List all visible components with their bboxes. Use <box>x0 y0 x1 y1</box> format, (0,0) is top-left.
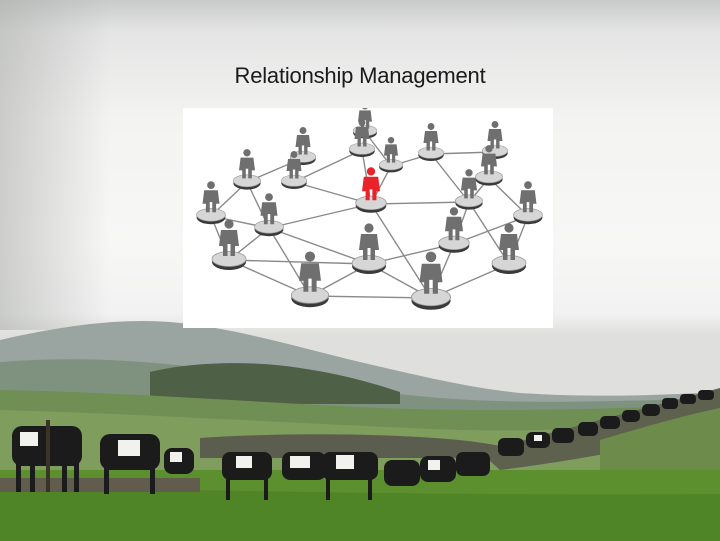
network-link <box>309 295 432 299</box>
person-icon <box>295 127 311 155</box>
person-node <box>290 251 330 308</box>
person-icon <box>445 207 463 241</box>
person-icon <box>419 251 443 294</box>
network-link <box>430 153 470 203</box>
network-link <box>268 227 311 297</box>
person-node <box>233 149 261 190</box>
person-node <box>254 193 284 237</box>
person-node <box>481 121 509 159</box>
person-node <box>351 223 387 274</box>
person-icon <box>384 136 398 163</box>
network-illustration <box>183 108 553 328</box>
grass-highlight <box>0 486 720 541</box>
person-node <box>417 123 445 161</box>
person-icon <box>359 223 379 260</box>
center-person <box>355 167 387 213</box>
right-slope <box>600 408 720 480</box>
person-icon <box>202 181 220 213</box>
network-graphic <box>196 108 543 310</box>
person-node <box>455 169 483 210</box>
person-icon <box>519 181 537 213</box>
sky-shade <box>0 0 110 330</box>
network-link <box>293 149 363 183</box>
person-icon <box>286 151 302 179</box>
network-link <box>228 259 370 265</box>
person-node <box>280 151 308 189</box>
network-link <box>268 203 372 229</box>
person-node <box>438 207 470 253</box>
person-icon <box>239 149 255 179</box>
stone-wall <box>200 434 500 458</box>
person-icon <box>423 123 439 151</box>
person-node <box>348 119 376 157</box>
highlighted-person-icon <box>362 167 380 201</box>
person-node <box>289 127 317 165</box>
person-icon <box>487 121 503 149</box>
person-node <box>196 181 226 225</box>
person-icon <box>260 193 278 225</box>
person-node <box>475 145 503 186</box>
fence-post <box>46 420 50 492</box>
network-link <box>268 227 370 265</box>
person-icon <box>219 219 239 256</box>
tree-line <box>150 363 400 404</box>
person-icon <box>354 119 370 147</box>
person-icon <box>481 145 497 175</box>
person-node <box>410 251 452 310</box>
person-node <box>211 219 247 270</box>
slide-title: Relationship Management <box>234 63 486 88</box>
hillside-wall-right <box>480 388 720 470</box>
person-node <box>513 181 543 225</box>
person-icon <box>461 169 477 199</box>
person-node <box>378 136 404 173</box>
person-icon <box>499 223 519 260</box>
network-link <box>370 203 432 299</box>
network-link <box>468 201 510 265</box>
person-icon <box>299 251 321 292</box>
network-nodes <box>196 108 543 310</box>
person-node <box>491 223 527 274</box>
network-link <box>370 201 470 205</box>
cow-herd <box>12 390 714 500</box>
